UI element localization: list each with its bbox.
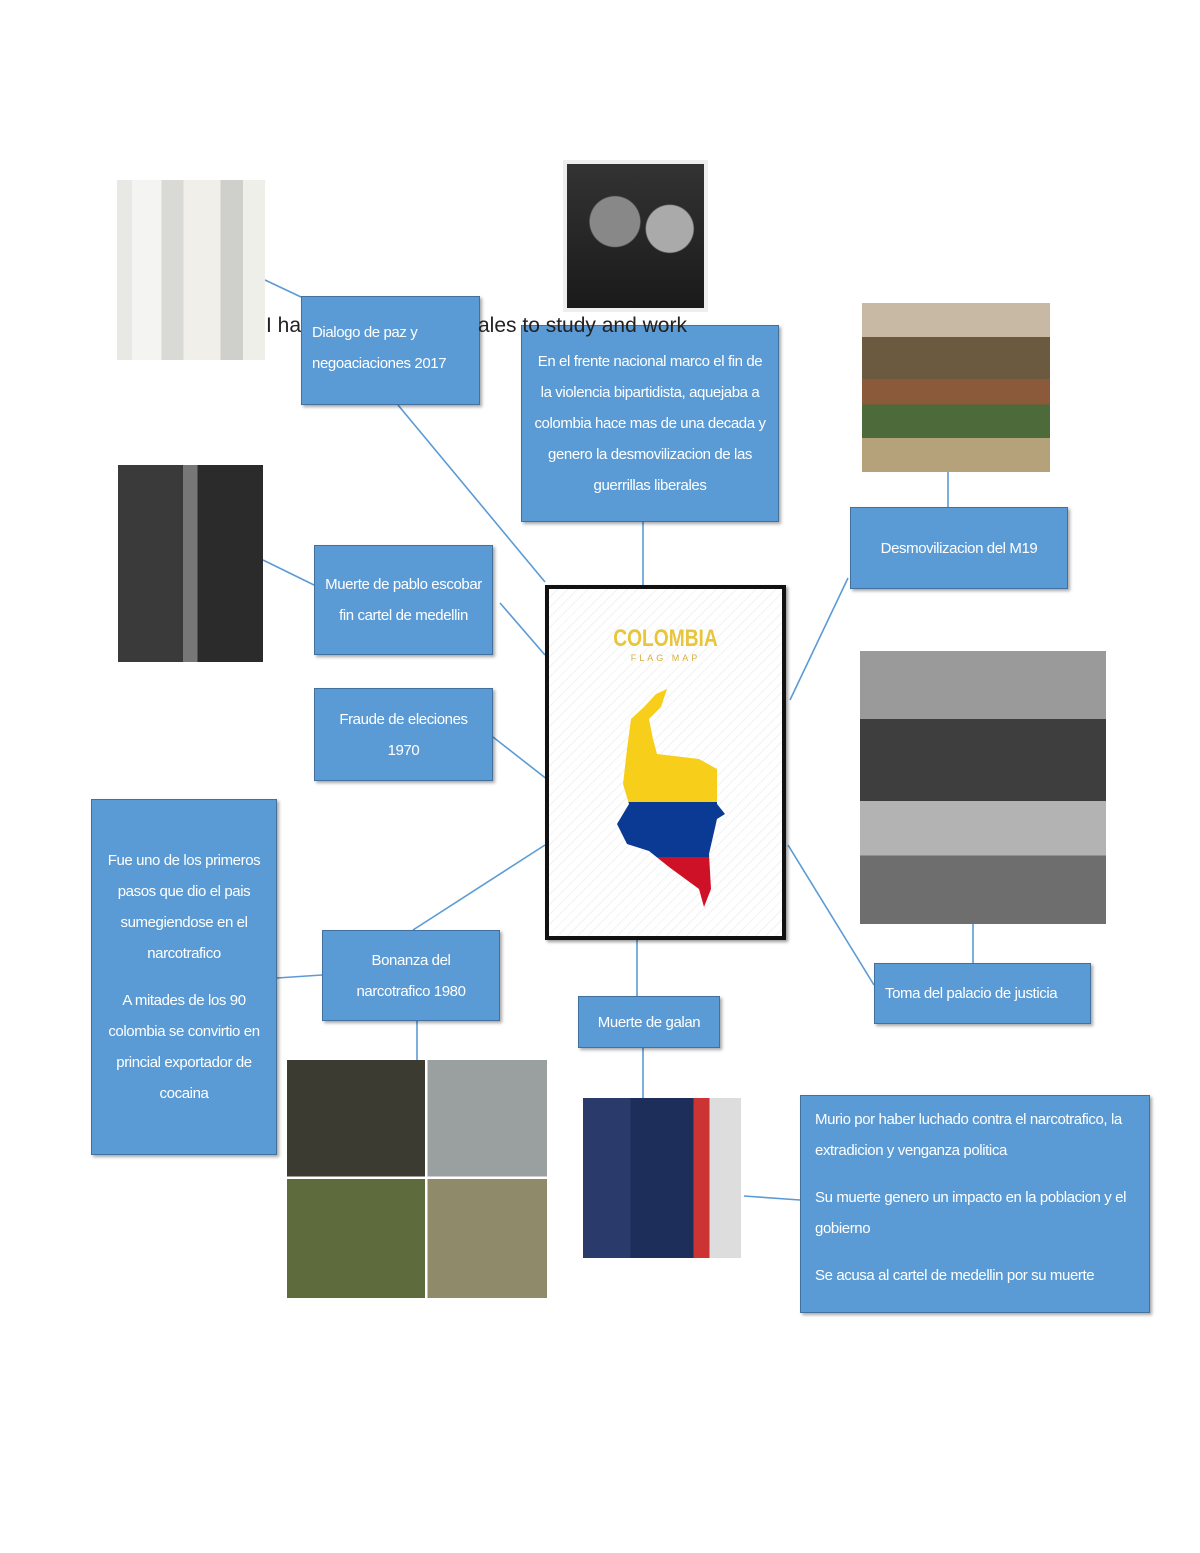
palacio-justicia-photo [860, 651, 1106, 924]
connector [276, 974, 323, 979]
node-text: Muerte de galan [597, 1013, 701, 1031]
narcotrafico-collage-photo [287, 1060, 547, 1298]
connector [264, 279, 302, 298]
node-galan-detail: Murio por haber luchado contra el narcot… [800, 1095, 1150, 1313]
background-text-1: I hav [266, 314, 312, 337]
pablo-escobar-photo [118, 465, 263, 662]
node-bonanza-detail: Fue uno de los primeros pasos que dio el… [91, 799, 277, 1155]
connector [412, 844, 546, 931]
background-text-2: ales to study and work [478, 314, 687, 337]
colombia-flag-map: COLOMBIA FLAG MAP [545, 585, 786, 940]
connector [789, 577, 849, 701]
peace-talks-photo [117, 180, 265, 360]
m19-demobilization-photo [862, 303, 1050, 472]
detail-text: Su muerte genero un impacto en la poblac… [815, 1189, 1127, 1237]
node-toma-palacio: Toma del palacio de justicia [874, 963, 1091, 1024]
node-bonanza-narcotrafico: Bonanza del narcotrafico 1980 [322, 930, 500, 1021]
node-muerte-pablo: Muerte de pablo escobar fin cartel de me… [314, 545, 493, 655]
frente-nacional-photo [563, 160, 708, 312]
node-fraude-elecciones: Fraude de eleciones 1970 [314, 688, 493, 781]
node-dialogo-paz: Dialogo de paz y negoaciaciones 2017 [301, 296, 480, 405]
connector [499, 602, 546, 656]
node-text: En el frente nacional marco el fin de la… [534, 353, 766, 494]
detail-text: Murio por haber luchado contra el narcot… [815, 1111, 1122, 1159]
connector [492, 736, 549, 781]
connector [262, 559, 315, 586]
galan-photo [583, 1098, 741, 1258]
colombia-map-icon [617, 689, 725, 907]
map-subtitle: FLAG MAP [630, 653, 701, 663]
node-text: Toma del palacio de justicia [885, 985, 1058, 1002]
node-text: Dialogo de paz y negoaciaciones 2017 [312, 324, 447, 372]
node-text: Desmovilizacion del M19 [880, 539, 1038, 557]
map-title: COLOMBIA [613, 625, 718, 652]
node-desmovilizacion-m19: Desmovilizacion del M19 [850, 507, 1068, 589]
node-frente-nacional: En el frente nacional marco el fin de la… [521, 325, 779, 522]
detail-text: Se acusa al cartel de medellin por su mu… [815, 1267, 1095, 1284]
node-text: Bonanza del narcotrafico 1980 [356, 951, 466, 1000]
connector [787, 844, 875, 986]
node-text: Muerte de pablo escobar fin cartel de me… [325, 576, 482, 624]
detail-text: A mitades de los 90 colombia se convirti… [108, 992, 260, 1102]
node-muerte-galan: Muerte de galan [578, 996, 720, 1048]
connector [397, 404, 546, 583]
connector [743, 1195, 801, 1201]
node-text: Fraude de eleciones 1970 [339, 710, 468, 759]
detail-text: Fue uno de los primeros pasos que dio el… [107, 852, 261, 962]
